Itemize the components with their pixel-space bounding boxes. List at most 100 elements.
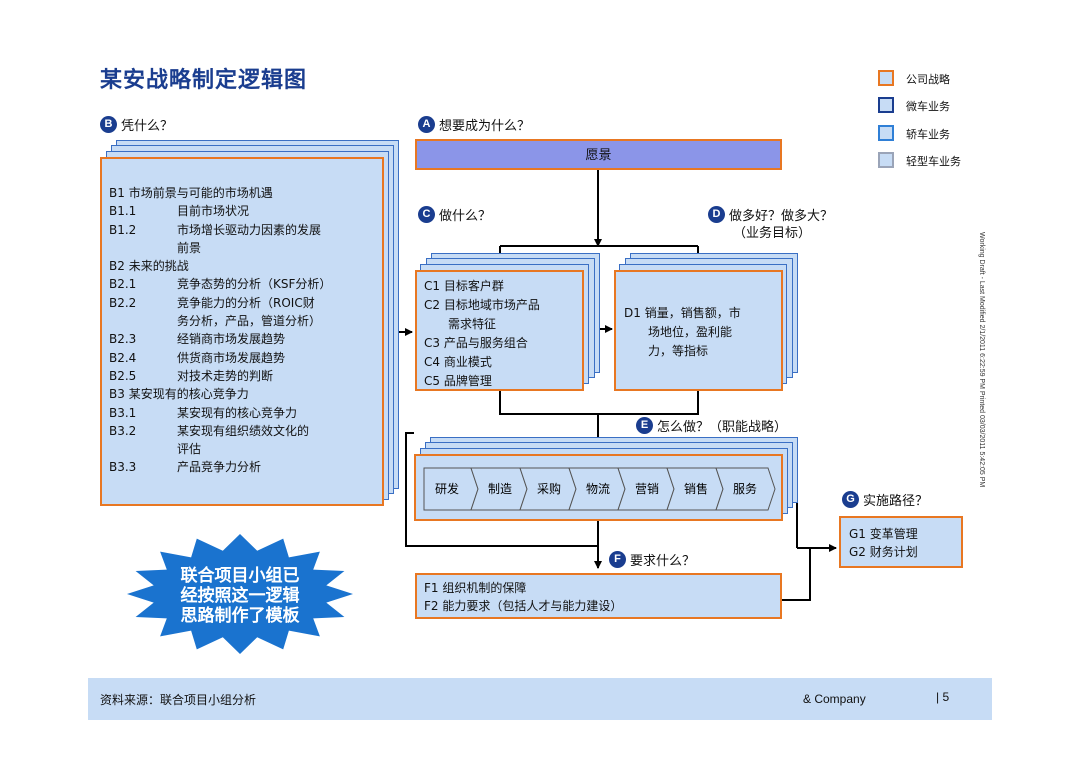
b-item-text: 市场前景与可能的市场机遇 bbox=[128, 186, 273, 200]
question-a-text: 想要成为什么？ bbox=[439, 118, 531, 133]
question-a: A 想要成为什么？ bbox=[418, 115, 530, 134]
chain-step-marketing: 营销 bbox=[635, 482, 659, 496]
f-item: F2 能力要求（包括人才与能力建设） bbox=[424, 599, 623, 613]
b-item: B3 某安现有的核心竞争力 bbox=[109, 385, 331, 403]
question-b-marker: B bbox=[100, 116, 117, 133]
question-c-text: 做什么？ bbox=[439, 208, 492, 223]
d-item-list: D1 销量，销售额，市 场地位，盈利能 力，等指标 bbox=[624, 304, 741, 361]
legend-label: 轿车业务 bbox=[906, 129, 950, 141]
box-vision: 愿景 bbox=[415, 139, 782, 170]
d-item: 力，等指标 bbox=[624, 344, 709, 358]
merge-line bbox=[499, 391, 699, 415]
starburst-shape bbox=[127, 534, 353, 654]
f-item: F1 组织机制的保障 bbox=[424, 581, 527, 595]
question-c: C 做什么？ bbox=[418, 205, 491, 224]
footer-source: 资料来源：联合项目小组分析 bbox=[100, 693, 257, 707]
b-item-code: B2.5 bbox=[109, 368, 137, 383]
footer-page-number: | 5 bbox=[936, 690, 950, 704]
b-item: B3.3 产品竞争力分析 bbox=[109, 458, 331, 476]
chain-step-manufacturing: 制造 bbox=[488, 482, 512, 496]
question-g-marker: G bbox=[842, 491, 859, 508]
b-item-code: B3 bbox=[109, 387, 125, 402]
b-item: B2.1 竞争态势的分析（KSF分析） bbox=[109, 275, 331, 293]
f-to-g-line bbox=[782, 548, 811, 601]
b-item-text: 市场增长驱动力因素的发展 bbox=[177, 222, 322, 237]
draft-side-note: Working Draft - Last Modified 2/1/2011 6… bbox=[978, 232, 985, 488]
b-item-text: 前景 bbox=[177, 240, 202, 255]
b-item-code: B2.2 bbox=[109, 295, 137, 310]
b-item-code: B3.1 bbox=[109, 405, 137, 420]
b-item-text: 竞争能力的分析（ROIC财 bbox=[177, 295, 315, 310]
question-b-text: 凭什么？ bbox=[121, 118, 174, 133]
legend-swatch bbox=[878, 70, 894, 86]
b-item-code: B1.1 bbox=[109, 204, 137, 219]
question-g-text: 实施路径？ bbox=[863, 493, 929, 508]
b-item: B2.2 竞争能力的分析（ROIC财 bbox=[109, 294, 331, 312]
legend-label: 公司战略 bbox=[906, 74, 950, 86]
chain-step-rd: 研发 bbox=[435, 481, 459, 496]
question-f: F 要求什么？ bbox=[609, 550, 695, 569]
g-item: G2 财务计划 bbox=[849, 545, 918, 559]
d-item: 场地位，盈利能 bbox=[624, 325, 733, 339]
b-item-code: B3.3 bbox=[109, 460, 137, 475]
c-item: C5 品牌管理 bbox=[424, 374, 492, 388]
starburst-line: 思路制作了模板 bbox=[181, 605, 301, 626]
d-item: D1 销量，销售额，市 bbox=[624, 306, 741, 320]
footer-bar: 资料来源：联合项目小组分析 & Company | 5 bbox=[88, 678, 992, 720]
b-item-text: 经销商市场发展趋势 bbox=[177, 332, 286, 347]
box-c-what: C1 目标客户群 C2 目标地域市场产品 需求特征 C3 产品与服务组合 C4 … bbox=[415, 270, 584, 391]
c-item: C3 产品与服务组合 bbox=[424, 336, 528, 350]
b-item: B2.3 经销商市场发展趋势 bbox=[109, 330, 331, 348]
starburst-line: 联合项目小组已 bbox=[181, 565, 300, 586]
b-item-text: 供货商市场发展趋势 bbox=[177, 350, 286, 365]
question-f-marker: F bbox=[609, 551, 626, 568]
chain-step-sales: 销售 bbox=[684, 481, 708, 496]
box-e-how: 研发 制造 采购 物流 营销 销售 服务 bbox=[414, 454, 783, 521]
f-item-list: F1 组织机制的保障 F2 能力要求（包括人才与能力建设） bbox=[424, 579, 622, 615]
b-item-text: 竞争态势的分析（KSF分析） bbox=[177, 277, 332, 292]
chain-step-procurement: 采购 bbox=[537, 481, 561, 496]
legend-swatch bbox=[878, 125, 894, 141]
b-item-code: B2.3 bbox=[109, 332, 137, 347]
page-title: 某安战略制定逻辑图 bbox=[100, 67, 308, 92]
c-item: C2 目标地域市场产品 bbox=[424, 298, 540, 312]
b-item-text: 产品竞争力分析 bbox=[177, 460, 262, 475]
box-f-requirements: F1 组织机制的保障 F2 能力要求（包括人才与能力建设） bbox=[415, 573, 782, 619]
footer-company: & Company bbox=[803, 692, 866, 706]
b-item: B2.4 供货商市场发展趋势 bbox=[109, 349, 331, 367]
chain-step-service: 服务 bbox=[733, 481, 757, 496]
question-d-sub: （业务目标） bbox=[733, 225, 812, 240]
b-item-text: 某安现有的核心竞争力 bbox=[177, 405, 298, 420]
question-c-marker: C bbox=[418, 206, 435, 223]
b-item: B1.2 市场增长驱动力因素的发展 bbox=[109, 221, 331, 239]
question-f-text: 要求什么？ bbox=[630, 553, 696, 568]
legend-label: 微车业务 bbox=[906, 101, 950, 113]
b-item-text: 评估 bbox=[177, 442, 202, 457]
b-item-text: 某安现有的核心竞争力 bbox=[128, 387, 249, 402]
g-item-list: G1 变革管理 G2 财务计划 bbox=[849, 525, 918, 561]
chain-step-logistics: 物流 bbox=[586, 482, 610, 496]
b-item: B2 未来的挑战 bbox=[109, 257, 331, 275]
b-item-code: B1 bbox=[109, 186, 125, 200]
g-item: G1 变革管理 bbox=[849, 527, 918, 541]
question-d-text: 做多好？做多大？ bbox=[729, 208, 834, 223]
b-item-code: B1.2 bbox=[109, 222, 137, 237]
b-item: 评估 bbox=[109, 440, 331, 458]
question-a-marker: A bbox=[418, 116, 435, 133]
box-g-roadmap: G1 变革管理 G2 财务计划 bbox=[839, 516, 963, 568]
question-e-marker: E bbox=[636, 417, 653, 434]
question-b: B 凭什么？ bbox=[100, 115, 173, 134]
starburst-line: 经按照这一逻辑 bbox=[181, 585, 300, 606]
c-item-list: C1 目标客户群 C2 目标地域市场产品 需求特征 C3 产品与服务组合 C4 … bbox=[424, 277, 540, 391]
b-item-code: B2.4 bbox=[109, 350, 137, 365]
b-item: 前景 bbox=[109, 239, 331, 257]
b-item-text: 务分析，产品，管道分析） bbox=[177, 314, 322, 329]
b-item-code: B2.1 bbox=[109, 277, 137, 292]
question-g: G 实施路径？ bbox=[842, 490, 928, 509]
